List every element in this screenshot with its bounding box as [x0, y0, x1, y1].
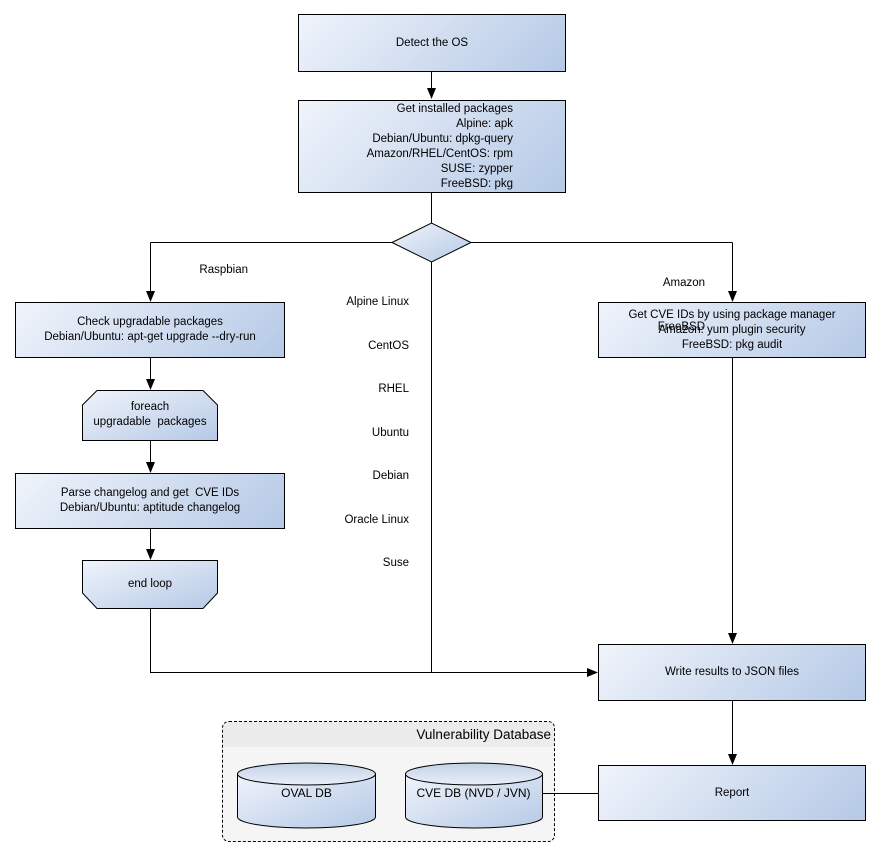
- node-line: Debian/Ubuntu: apt-get upgrade --dry-run: [44, 331, 256, 343]
- oval-db-cylinder-body: [237, 773, 376, 829]
- edge-label-os-list: Alpine Linux CentOS RHEL Ubuntu Debian O…: [289, 266, 409, 600]
- node-label: Write results to JSON files: [665, 666, 799, 678]
- node-line: Alpine: apk: [456, 117, 513, 130]
- node-write-results: Write results to JSON files: [598, 644, 866, 701]
- cve-db-cylinder-top: [405, 762, 543, 786]
- edge-label-line: Alpine Linux: [346, 296, 409, 308]
- node-get-cve-ids: Get CVE IDs by using package manager Ama…: [598, 302, 866, 358]
- node-line: FreeBSD: pkg audit: [681, 338, 783, 351]
- vulnerability-database-title: Vulnerability Database: [416, 727, 551, 742]
- node-label: Detect the OS: [395, 36, 469, 49]
- cve-db-cylinder-body: [405, 773, 543, 829]
- edge-label-amazon-freebsd: Amazon FreeBSD: [605, 247, 705, 363]
- node-line: Check upgradable packages: [77, 316, 223, 328]
- edge-label-line: Oracle Linux: [344, 513, 409, 526]
- node-line: Amazon: yum plugin security: [658, 323, 806, 336]
- node-get-installed-packages: Get installed packages Alpine: apk Debia…: [298, 100, 566, 193]
- arrowhead-to-write-left: [587, 668, 598, 677]
- edge-label-line: Ubuntu: [371, 426, 409, 439]
- arrowhead-to-endloop: [146, 549, 155, 560]
- node-line: Debian/Ubuntu: dpkg-query: [372, 132, 513, 145]
- node-line: SUSE: zypper: [440, 162, 513, 175]
- arrowhead-to-getcve: [728, 291, 737, 302]
- arrowhead-to-report: [728, 754, 737, 765]
- arrowhead-to-write-top: [728, 633, 737, 644]
- foreach-loop-shape: [82, 390, 218, 441]
- arrowhead-to-packages: [427, 88, 436, 99]
- vulnerability-database-header: Vulnerability Database: [223, 722, 554, 747]
- node-report: Report: [598, 765, 866, 821]
- edge-label-line: Amazon: [662, 277, 705, 289]
- edge-label-line: Suse: [382, 557, 409, 569]
- node-parse-changelog: Parse changelog and get CVE IDs Debian/U…: [15, 473, 285, 529]
- node-line: Debian/Ubuntu: aptitude changelog: [59, 502, 241, 514]
- edge-label-raspbian: Raspbian: [199, 264, 248, 276]
- node-line: Amazon/RHEL/CentOS: rpm: [366, 147, 513, 160]
- end-loop-shape: [82, 560, 218, 609]
- arrowhead-to-foreach: [146, 379, 155, 390]
- arrowhead-to-check: [146, 291, 155, 302]
- node-check-upgradable-packages: Check upgradable packages Debian/Ubuntu:…: [15, 302, 285, 358]
- node-line: FreeBSD: pkg: [440, 177, 513, 190]
- edge-label-line: FreeBSD: [657, 320, 705, 333]
- arrowhead-to-parse: [146, 462, 155, 473]
- node-line: Parse changelog and get CVE IDs: [60, 487, 240, 499]
- edge-label-line: CentOS: [368, 339, 409, 352]
- decision-diamond: [390, 222, 473, 263]
- edge-label-line: RHEL: [378, 383, 409, 395]
- node-line: Get CVE IDs by using package manager: [628, 308, 836, 321]
- node-detect-os: Detect the OS: [298, 14, 566, 72]
- node-line: Get installed packages: [396, 102, 513, 115]
- oval-db-cylinder-top: [237, 762, 376, 786]
- edge-endloop-to-write: [150, 608, 587, 673]
- edge-label-line: Debian: [372, 470, 409, 482]
- node-label: Report: [714, 786, 750, 799]
